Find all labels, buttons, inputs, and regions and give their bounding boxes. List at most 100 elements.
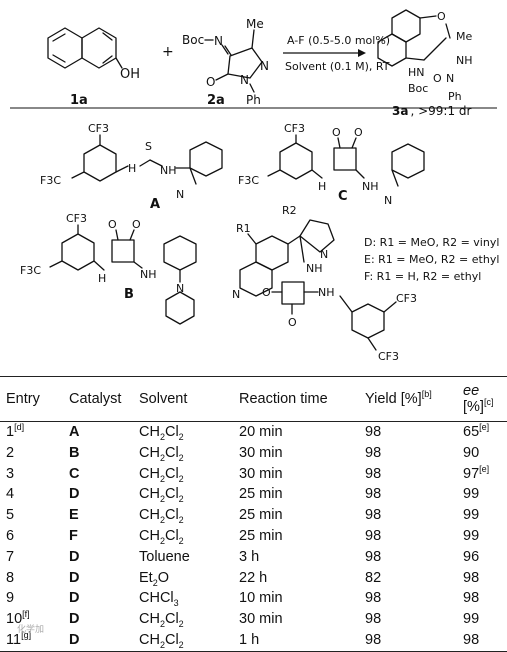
solvent-cell: CH2Cl2 xyxy=(139,527,184,546)
svg-text:R2: R2 xyxy=(282,204,297,217)
header-yield: Yield [%][b] xyxy=(361,376,459,422)
ee-cell: 98 xyxy=(463,590,480,607)
svg-text:CF3: CF3 xyxy=(396,292,417,305)
ee-cell: 98 xyxy=(459,629,507,652)
svg-text:H: H xyxy=(318,180,326,193)
oh-label: OH xyxy=(120,67,140,82)
time-cell: 22 h xyxy=(239,569,268,586)
svg-text:CF3: CF3 xyxy=(378,350,399,363)
svg-text:N: N xyxy=(320,248,328,261)
naphthol-structure: OH 1a xyxy=(47,27,140,108)
pyrazolone-structure: Boc N Me N N O Ph 2a xyxy=(182,17,269,108)
solvent-cell: CH2Cl2 xyxy=(139,444,184,463)
svg-text:N: N xyxy=(232,288,240,301)
yield-cell: 98 xyxy=(365,444,382,461)
solvent-cell: Toluene xyxy=(139,548,190,565)
catalyst-def-structure: R1 N R2 N NH O O NH CF3 CF3 xyxy=(232,204,417,363)
time-cell: 20 min xyxy=(239,424,283,440)
entry-cell: 1[d] xyxy=(6,422,25,440)
svg-text:N: N xyxy=(446,72,454,85)
svg-text:NH: NH xyxy=(306,262,323,275)
time-cell: 10 min xyxy=(239,590,283,607)
svg-text:O: O xyxy=(437,10,446,23)
ee-cell: 99 xyxy=(463,527,480,544)
solvent-cell: CH2Cl2 xyxy=(139,611,184,630)
svg-text:N: N xyxy=(384,194,392,207)
svg-text:O: O xyxy=(206,75,215,89)
svg-text:Boc: Boc xyxy=(408,82,428,95)
catalyst-cell: D xyxy=(69,611,80,628)
header-ee: ee [%][c] xyxy=(459,376,507,422)
entry-cell: 4 xyxy=(6,486,15,503)
time-cell: 1 h xyxy=(235,629,361,652)
conditions-bottom: Solvent (0.1 M), RT xyxy=(285,60,390,73)
yield-cell: 98 xyxy=(365,486,382,503)
legend-e: E: R1 = MeO, R2 = ethyl xyxy=(364,253,499,266)
legend-d: D: R1 = MeO, R2 = vinyl xyxy=(364,236,499,249)
time-cell: 30 min xyxy=(239,444,283,461)
catalyst-cell: A xyxy=(69,424,80,440)
svg-text:CF3: CF3 xyxy=(284,122,305,135)
conditions-top: A-F (0.5-5.0 mol%) xyxy=(287,34,390,47)
catalyst-b-label: B xyxy=(124,287,134,302)
header-reaction-time: Reaction time xyxy=(235,376,361,422)
ee-cell: 96 xyxy=(463,548,480,565)
svg-text:N: N xyxy=(240,73,249,87)
yield-cell: 98 xyxy=(361,629,459,652)
svg-text:NH: NH xyxy=(318,286,335,299)
catalyst-cell: C xyxy=(69,465,80,482)
catalyst-cell: D xyxy=(69,486,80,503)
ee-cell: 90 xyxy=(463,444,480,461)
svg-text:NH: NH xyxy=(160,164,177,177)
catalyst-cell: D xyxy=(65,629,135,652)
entry-cell: 8 xyxy=(6,569,15,586)
entry-cell: 10[f] xyxy=(6,609,30,628)
svg-text:O: O xyxy=(262,286,271,299)
ee-cell: 99 xyxy=(463,507,480,524)
reactant1-label: 1a xyxy=(70,93,88,108)
time-cell: 30 min xyxy=(239,465,283,482)
yield-cell: 98 xyxy=(365,507,382,524)
table-row: 4 D CH2Cl2 25 min 98 99 xyxy=(0,484,507,505)
svg-text:NH: NH xyxy=(456,54,473,67)
legend-f: F: R1 = H, R2 = ethyl xyxy=(364,270,481,283)
entry-cell: 9 xyxy=(6,590,15,607)
entry-cell: 5 xyxy=(6,507,15,524)
ee-cell: 99 xyxy=(463,611,480,628)
svg-text:Me: Me xyxy=(246,17,264,31)
yield-cell: 98 xyxy=(365,611,382,628)
svg-text:N: N xyxy=(214,34,223,48)
svg-text:H: H xyxy=(128,162,136,175)
catalyst-cell: F xyxy=(69,527,78,544)
watermark: 化学加 xyxy=(17,625,45,635)
yield-cell: 98 xyxy=(365,527,382,544)
header-catalyst: Catalyst xyxy=(65,376,135,422)
table-row: 10[f] D CH2Cl2 30 min 98 99 xyxy=(0,609,507,630)
svg-text:O: O xyxy=(433,72,442,85)
svg-text:Ph: Ph xyxy=(448,90,462,103)
svg-text:H: H xyxy=(98,272,106,285)
solvent-cell: CH2Cl2 xyxy=(139,486,184,505)
svg-text:NH: NH xyxy=(140,268,157,281)
svg-text:HN: HN xyxy=(408,66,425,79)
svg-text:O: O xyxy=(332,126,341,139)
catalyst-cell: B xyxy=(69,444,80,461)
reactant2-label: 2a xyxy=(207,93,225,108)
catalyst-cell: D xyxy=(69,569,80,586)
svg-text:F3C: F3C xyxy=(40,174,61,187)
time-cell: 30 min xyxy=(239,611,283,628)
svg-text:F3C: F3C xyxy=(20,264,41,277)
product-structure: O Me HN NH N Boc O Ph 3a, >99:1 dr xyxy=(377,9,473,118)
ee-cell: 99 xyxy=(463,486,480,503)
time-cell: 25 min xyxy=(239,486,283,503)
time-cell: 3 h xyxy=(239,548,260,565)
yield-cell: 98 xyxy=(365,590,382,607)
solvent-cell: Et2O xyxy=(139,569,169,588)
time-cell: 25 min xyxy=(239,527,283,544)
catalyst-def-legend: D: R1 = MeO, R2 = vinyl E: R1 = MeO, R2 … xyxy=(364,236,499,283)
